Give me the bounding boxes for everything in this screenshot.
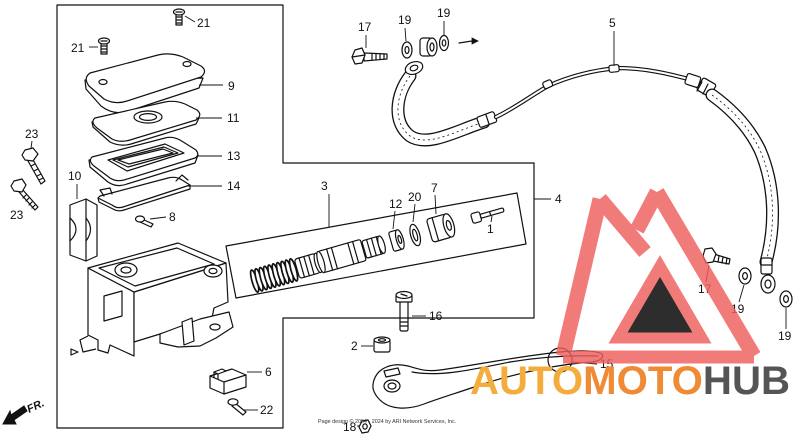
boot-7 (426, 213, 456, 243)
callout-10[interactable]: 10 (68, 169, 82, 183)
callout-12[interactable]: 12 (389, 197, 403, 211)
watermark-auto: AUTO (470, 359, 583, 403)
lever-pivot-bolt (395, 290, 413, 332)
lever-pivot-collar (373, 336, 391, 353)
callout-19[interactable]: 19 (437, 6, 451, 20)
callout-23[interactable]: 23 (25, 127, 39, 141)
callout-2[interactable]: 2 (351, 339, 358, 353)
callout-19[interactable]: 19 (778, 329, 792, 343)
master-cylinder-holder (69, 198, 98, 262)
sealing-washer-bottom-1 (738, 267, 752, 285)
holder-bolt-lower (10, 178, 39, 211)
callout-8[interactable]: 8 (169, 210, 176, 224)
piston-body (316, 239, 367, 274)
pivot-nut (358, 419, 372, 434)
callout-5[interactable]: 5 (609, 16, 616, 30)
callout-21[interactable]: 21 (197, 16, 211, 30)
front-direction-arrow-icon: FR. (2, 397, 46, 425)
callout-3[interactable]: 3 (321, 179, 328, 193)
callout-16[interactable]: 16 (429, 309, 443, 323)
callout-1[interactable]: 1 (487, 222, 494, 236)
copyright-footer: Page design © 2004 - 2024 by ARI Network… (318, 418, 456, 425)
callout-22[interactable]: 22 (260, 403, 274, 417)
watermark-moto: MOTO (583, 359, 703, 403)
oil-bolt-bottom (702, 247, 731, 265)
circlip-20 (409, 223, 422, 247)
sealing-washer-bottom-2 (779, 290, 793, 308)
master-cylinder-piston-set (249, 207, 505, 294)
clutch-hose (391, 60, 780, 294)
watermark-brand-text: AUTOMOTOHUB (470, 359, 790, 403)
callout-14[interactable]: 14 (227, 179, 241, 193)
callout-19[interactable]: 19 (398, 13, 412, 27)
push-rod-1 (470, 207, 505, 224)
front-stop-switch (209, 368, 247, 395)
diaphragm-retainer-plate (97, 174, 191, 212)
direction-arrow-icon (458, 37, 479, 45)
diaphragm-plate (91, 100, 201, 146)
piston-return-spring (249, 257, 299, 294)
master-cylinder-body (70, 242, 234, 357)
sealing-washer-top-2 (438, 34, 450, 52)
callout-20[interactable]: 20 (408, 190, 422, 204)
callout-7[interactable]: 7 (431, 181, 438, 195)
callout-18[interactable]: 18 (343, 420, 357, 434)
callout-13[interactable]: 13 (227, 149, 241, 163)
oil-bolt-top (351, 47, 388, 65)
callout-4[interactable]: 4 (555, 192, 562, 206)
hose-spacer (419, 37, 438, 57)
reservoir-cap-screw-top (172, 8, 186, 26)
triangle-logo-icon (555, 188, 761, 364)
callout-11[interactable]: 11 (227, 111, 240, 125)
sealing-washer-top-1 (401, 41, 413, 59)
callout-21[interactable]: 21 (71, 41, 85, 55)
callout-17[interactable]: 17 (358, 20, 372, 34)
piston-kit-outline (225, 192, 527, 299)
callout-9[interactable]: 9 (228, 79, 235, 93)
holder-bolt-upper (21, 147, 46, 185)
reservoir-diaphragm (88, 136, 199, 187)
reservoir-cap-screw-left (97, 37, 111, 55)
reservoir-cap (84, 53, 206, 114)
front-indicator-label: FR. (25, 397, 46, 415)
washer-12 (388, 229, 405, 252)
switch-mounting-screw (227, 398, 247, 416)
callout-23[interactable]: 23 (10, 208, 24, 222)
primary-cup (361, 235, 386, 259)
callout-6[interactable]: 6 (265, 365, 272, 379)
watermark-hub: HUB (703, 359, 790, 403)
switch-screw (134, 215, 154, 228)
callout-leader-lines (30, 15, 787, 427)
assembly-outline-frame (56, 4, 535, 429)
